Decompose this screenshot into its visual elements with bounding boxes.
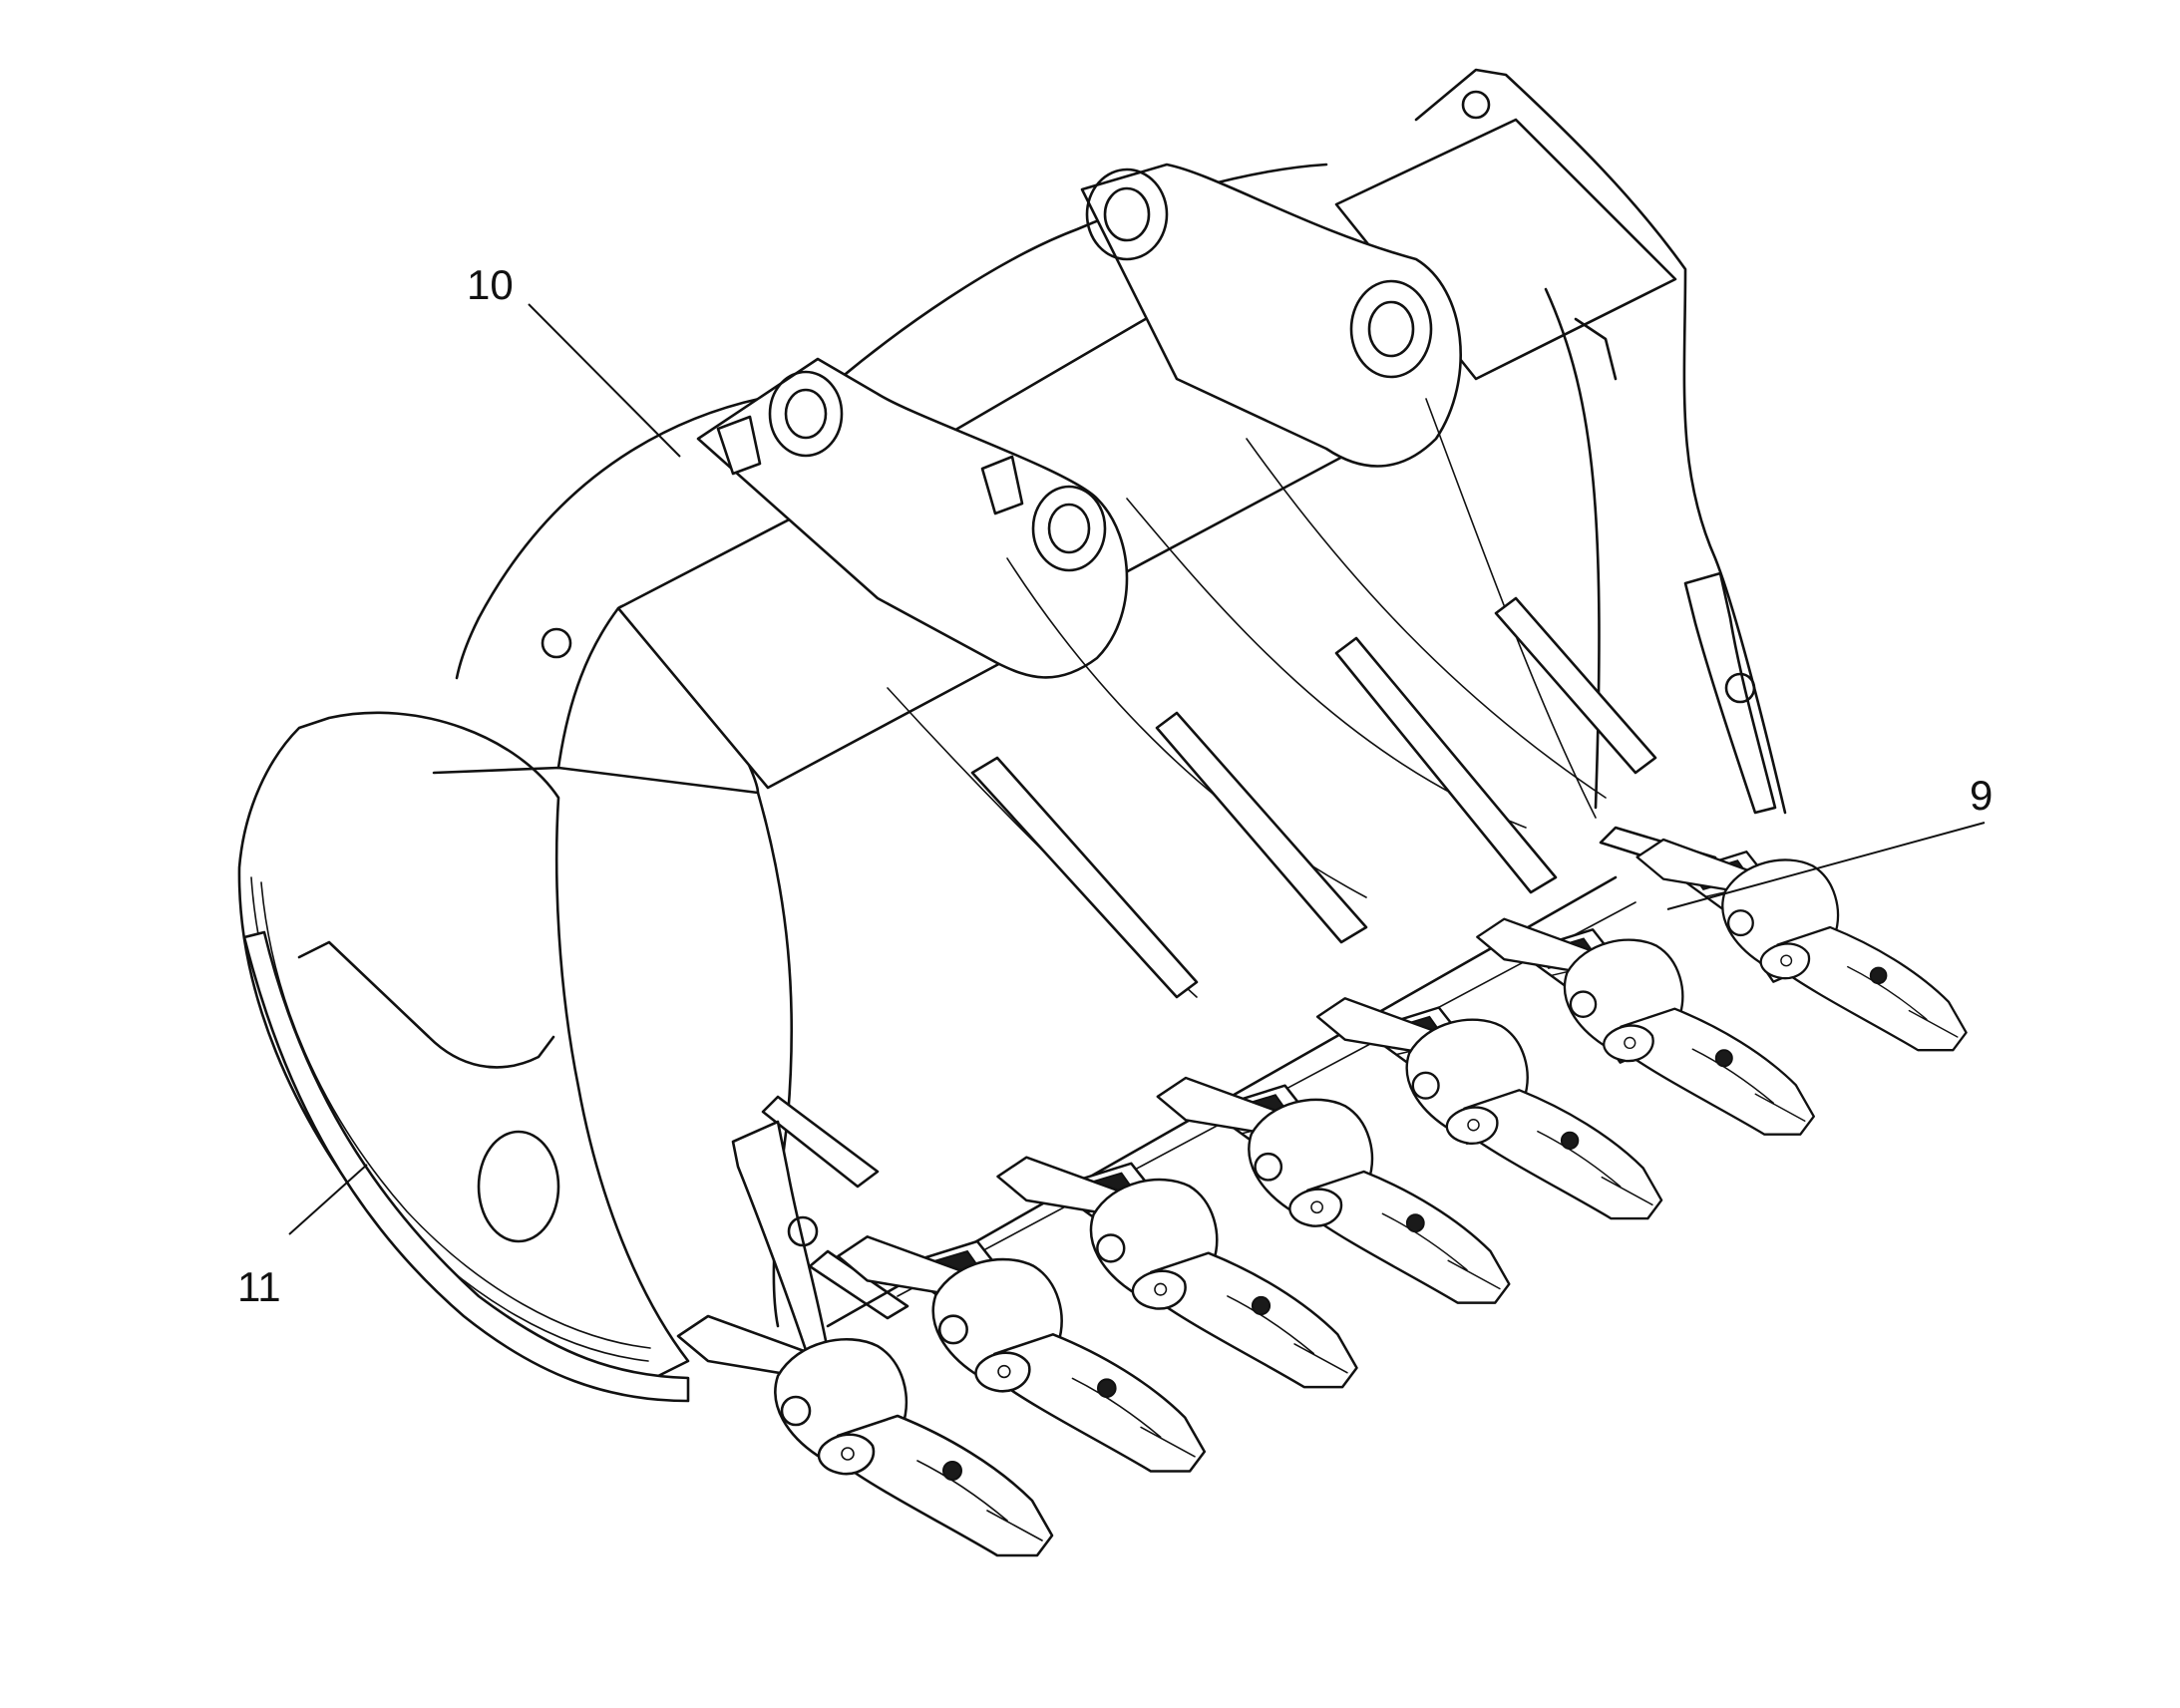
wear-strip-6 [808,1249,909,1320]
mount-lug-right [1080,163,1462,468]
tip-lock [1560,1131,1580,1151]
tip-lock [1251,1295,1272,1316]
tooth-tip [836,1414,1054,1557]
wear-strip-5 [761,1095,880,1189]
retaining-pin [780,1395,812,1427]
retaining-pin [1411,1071,1440,1100]
tip-lock [1097,1378,1117,1399]
callout-label-10: 10 [467,261,514,308]
callout-11: 11 [237,1164,368,1310]
retaining-pin [1096,1233,1126,1263]
corner-guards [731,571,1777,1358]
pin-boss-4 [1349,279,1433,379]
side-pin-hole [477,1130,560,1243]
leader-line-11 [288,1164,368,1235]
tip-lock [942,1461,962,1481]
side-cutter [242,930,690,1403]
wear-strip-3 [1334,636,1558,894]
retaining-pin [1254,1152,1283,1182]
retaining-pin [1726,909,1754,937]
tooth-tip [992,1333,1207,1473]
lock-clip-1 [716,415,762,476]
teeth-row [676,838,1968,1557]
wear-strip-4 [1494,596,1657,775]
retaining-pin [1569,990,1598,1018]
left-side-plate [237,711,690,1378]
adapter-boss [1759,942,1811,980]
pin-boss-3 [1085,168,1169,261]
callout-label-11: 11 [237,1263,281,1310]
tip-lock [1405,1213,1425,1233]
callout-9: 9 [1666,772,1993,910]
tooth-tip [1305,1170,1511,1304]
adapter-boss [1603,1024,1654,1063]
bucket-body [237,68,1787,1403]
lock-clip-2 [980,455,1024,515]
callout-label-9: 9 [1970,772,1993,819]
adapter-boss [817,1433,876,1476]
adapter-boss [1131,1269,1187,1310]
leader-line-10 [528,303,681,458]
tooth-tip [1620,1007,1815,1136]
pin-boss-1 [768,370,844,458]
wear-strip-2 [1155,711,1368,944]
adapter-boss [974,1351,1031,1393]
corner-guard-right [1683,571,1777,815]
tip-lock [1714,1049,1733,1068]
tooth-tip [1776,925,1968,1052]
right-side-plate [1414,68,1787,815]
pin-boss-2 [1031,485,1107,572]
tooth-tip [1149,1251,1358,1389]
wear-strip-1 [970,756,1199,999]
adapter-boss [1288,1188,1343,1227]
leader-line-9 [1666,822,1986,910]
retaining-pin [937,1314,968,1345]
adapter-boss [1445,1106,1499,1145]
tip-lock [1869,966,1888,985]
tooth-tip [1463,1089,1663,1220]
callout-10: 10 [467,261,681,458]
